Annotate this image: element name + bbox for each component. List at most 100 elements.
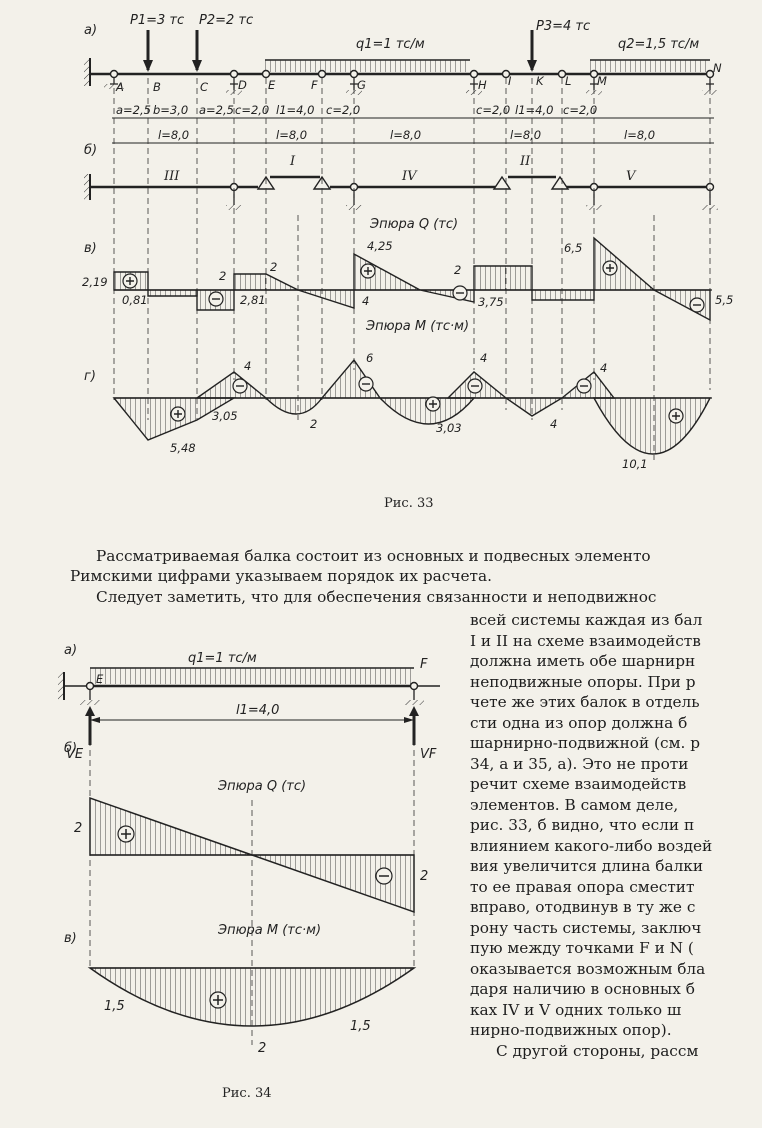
paragraph-2-line: шарнирно-подвижной (см. р [470,734,701,752]
svg-text:K: K [536,74,545,88]
svg-text:a=2,5: a=2,5 [116,103,151,117]
svg-text:F: F [311,78,318,92]
fig34-reaction-ve: VE [66,747,84,762]
svg-text:IV: IV [401,169,418,184]
fig33-load-q2: q2=1,5 тс/м [618,37,699,52]
fig33-load-q1: q1=1 тс/м [356,37,425,52]
svg-text:l=8,0: l=8,0 [276,128,307,142]
paragraph-2-line: ках IV и V одних только ш [470,1000,682,1019]
svg-text:l=8,0: l=8,0 [390,128,421,142]
svg-text:A: A [115,80,124,94]
svg-text:2,19: 2,19 [82,275,108,289]
svg-text:c=2,0: c=2,0 [235,103,269,117]
fig33-dimension-row1: a=2,5 b=3,0 a=2,5 c=2,0 l1=4,0 c=2,0 c=2… [116,103,597,117]
fig33-dimension-row2: l=8,0 l=8,0 l=8,0 l=8,0 l=8,0 [158,128,655,142]
svg-text:3,03: 3,03 [436,421,462,435]
fig34-panel-a: а) [64,643,77,658]
svg-text:2,81: 2,81 [240,293,266,307]
fig33-panel-b: б) [84,143,97,158]
fig34-panel-v: в) [64,931,77,946]
fig34-support-e: E [96,672,104,686]
svg-text:C: C [200,80,208,94]
fig34-support-f: F [420,657,428,672]
fig34-q-title: Эпюра Q (тс) [217,779,306,794]
svg-text:6: 6 [366,351,373,365]
svg-text:L: L [565,74,571,88]
svg-text:c=2,0: c=2,0 [476,103,510,117]
svg-text:4: 4 [600,361,607,375]
paragraph-2-line: оказывается возможным бла [470,959,706,978]
fig34-load: q1=1 тс/м [188,651,257,666]
svg-text:5,48: 5,48 [170,441,196,455]
paragraph-1-line: Рассматриваемая балка состоит из основны… [96,547,651,565]
svg-text:l=8,0: l=8,0 [624,128,655,142]
paragraph-2-line: С другой стороны, рассм [496,1041,699,1060]
paragraph-2-line: даря наличию в основных б [470,980,695,998]
svg-text:III: III [163,169,180,184]
svg-text:10,1: 10,1 [622,457,648,471]
fig33-load-p2: P2=2 тс [199,13,253,28]
paragraph-2-line: неподвижные опоры. При р [470,672,696,691]
fig34-beam [58,667,440,745]
paragraph-1: Рассматриваемая балка состоит из основны… [70,546,656,607]
svg-text:I: I [289,154,296,169]
fig34-q-diagram [89,796,415,914]
fig33-guides [113,78,711,460]
fig33-m-title: Эпюра M (тс·м) [365,319,469,334]
svg-text:5,5: 5,5 [715,293,733,307]
fig33-q-title: Эпюра Q (тс) [369,217,458,232]
svg-text:l1=4,0: l1=4,0 [515,103,553,117]
fig33-point-labels: A B C D E F G H I K L M N [115,61,722,94]
svg-text:c=2,0: c=2,0 [326,103,360,117]
fig33-q-labels: 2,19 0,81 2 2,81 2 4 4,25 2 3,75 6,5 5,5 [82,239,733,309]
paragraph-1-line: Римскими цифрами указываем порядок их ра… [70,567,492,586]
svg-text:G: G [357,78,366,92]
fig34-m-right: 1,5 [350,1019,371,1034]
svg-text:D: D [238,78,247,92]
paragraph-2-line: нирно-подвижных опор). [470,1021,672,1039]
fig33-caption: Рис. 33 [384,496,434,511]
fig34-m-center: 2 [258,1041,266,1056]
svg-text:B: B [153,80,161,94]
fig34-m-diagram [87,967,417,1027]
paragraph-2-line: рону часть системы, заключ [470,918,702,937]
fig34-span: l1=4,0 [236,703,279,718]
fig34-panel-b: б) [64,741,77,756]
paragraph-2-line: элементов. В самом деле, [470,795,679,814]
fig33-element-numbers: III I IV II V [163,154,637,184]
svg-text:4,25: 4,25 [367,239,393,253]
paragraph-2-line: сти одна из опор должна б [470,713,688,732]
fig33-q-diagram [113,236,712,322]
fig34-caption: Рис. 34 [222,1086,272,1101]
svg-text:0,81: 0,81 [122,293,148,307]
svg-text:4: 4 [480,351,487,365]
paragraph-2-first-line: Следует заметить, что для обеспечения св… [96,587,657,606]
svg-text:4: 4 [362,294,369,308]
paragraph-2-line: то ее правая опора сместит [470,877,695,896]
svg-text:H: H [478,78,487,92]
fig34-guides [89,740,415,1045]
paragraph-2-line: речит схеме взаимодейств [470,775,687,793]
svg-text:b=3,0: b=3,0 [153,103,188,117]
svg-text:a=2,5: a=2,5 [199,103,234,117]
fig33-panel-g: г) [84,369,96,384]
svg-text:4: 4 [550,417,557,431]
svg-text:2: 2 [270,260,277,274]
paragraph-2-line: 34, а и 35, а). Это не проти [470,754,689,773]
svg-text:4: 4 [244,359,251,373]
svg-text:2: 2 [310,417,317,431]
svg-text:3,05: 3,05 [212,409,238,423]
fig34-q-right: 2 [420,869,428,884]
svg-text:N: N [713,61,722,75]
paragraph-2-line: вия увеличится длина балки [470,857,704,875]
fig34-m-left: 1,5 [104,999,125,1014]
fig33-panel-a: а) [84,23,97,38]
figure-33: а) б) в) г) [82,13,733,511]
paragraph-2-line: чете же этих балок в отдель [470,693,700,711]
svg-text:3,75: 3,75 [478,295,504,309]
svg-text:l=8,0: l=8,0 [158,128,189,142]
svg-text:c=2,0: c=2,0 [563,103,597,117]
svg-text:I: I [508,74,512,88]
paragraph-2-line: вправо, отодвинув в ту же с [470,898,696,916]
paragraph-2: всей системы каждая из бал I и II на схе… [470,610,712,1061]
